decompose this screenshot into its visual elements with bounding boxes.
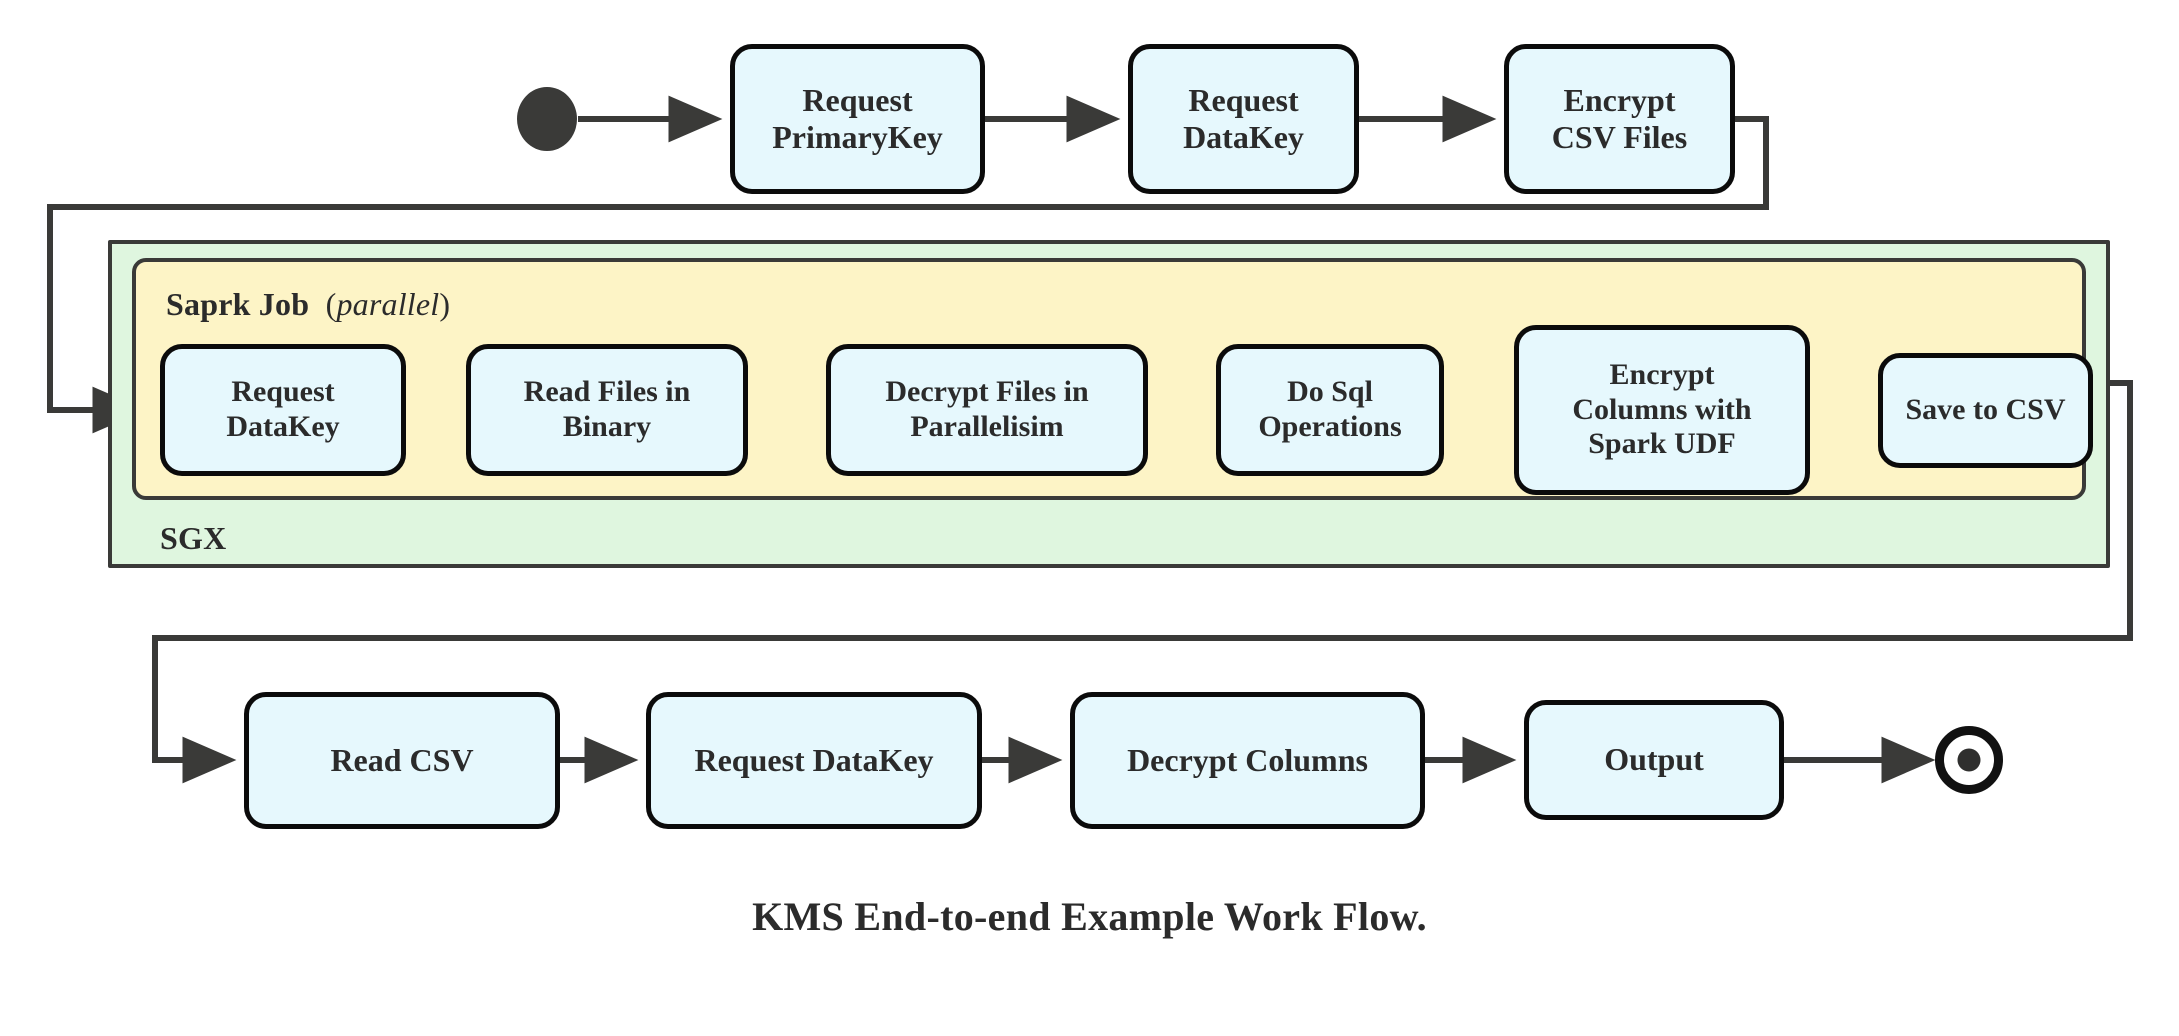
spark-job-qualifier-space	[309, 286, 325, 322]
spark-job-qualifier-open: (	[325, 286, 337, 322]
node-output[interactable]: Output	[1524, 700, 1784, 820]
node-decrypt-files-in-parallelisim[interactable]: Decrypt Files in Parallelisim	[826, 344, 1148, 476]
start-node-icon[interactable]	[517, 87, 577, 151]
node-encrypt-csv-files[interactable]: Encrypt CSV Files	[1504, 44, 1735, 194]
node-read-csv[interactable]: Read CSV	[244, 692, 560, 829]
node-request-datakey-top[interactable]: Request DataKey	[1128, 44, 1359, 194]
container-sgx-label: SGX	[160, 520, 227, 556]
diagram-caption: KMS End-to-end Example Work Flow.	[752, 894, 1427, 939]
node-decrypt-columns[interactable]: Decrypt Columns	[1070, 692, 1425, 829]
spark-job-title: Saprk Job	[166, 286, 310, 322]
spark-job-qualifier-close: )	[439, 286, 451, 322]
container-spark-job-label: Saprk Job (parallel)	[166, 286, 450, 323]
node-request-datakey-bottom[interactable]: Request DataKey	[646, 692, 982, 829]
node-do-sql-operations[interactable]: Do Sql Operations	[1216, 344, 1444, 476]
node-request-datakey-spark[interactable]: Request DataKey	[160, 344, 406, 476]
spark-job-qualifier-text: parallel	[336, 286, 440, 322]
node-request-primarykey[interactable]: Request PrimaryKey	[730, 44, 985, 194]
node-save-to-csv[interactable]: Save to CSV	[1878, 353, 2093, 468]
node-read-files-in-binary[interactable]: Read Files in Binary	[466, 344, 748, 476]
end-node-icon[interactable]	[1935, 726, 2003, 794]
node-encrypt-columns-with-spark-udf[interactable]: Encrypt Columns with Spark UDF	[1514, 325, 1810, 495]
